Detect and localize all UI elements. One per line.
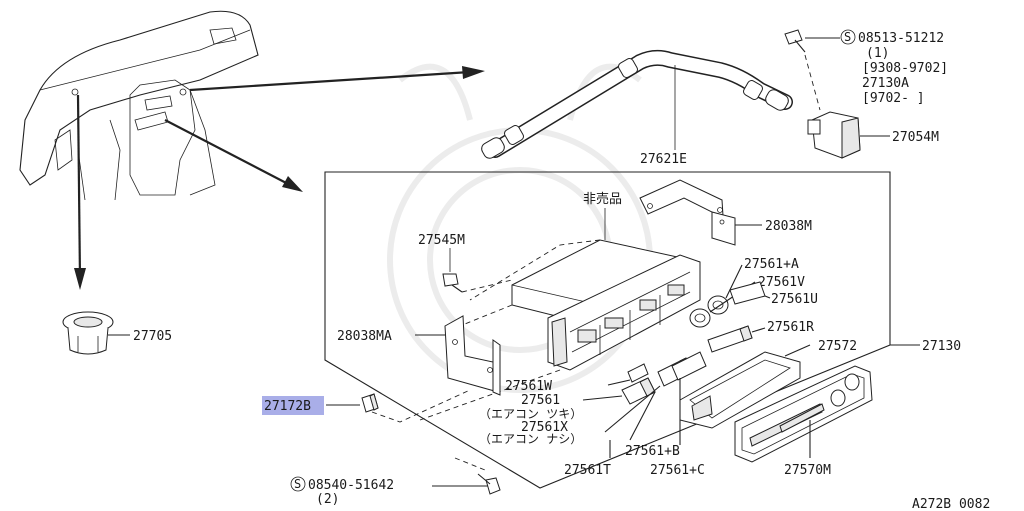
screw-27545m bbox=[442, 248, 513, 293]
sensor-27054m bbox=[807, 111, 890, 159]
hose-27621e bbox=[481, 49, 793, 159]
finisher-27570m bbox=[734, 365, 873, 463]
bracket-28038ma bbox=[415, 315, 501, 396]
diagram-reference: A272B 0082 bbox=[912, 497, 990, 511]
label-27054m: 27054M bbox=[892, 130, 939, 145]
label-screw-top-range: [9308-9702] bbox=[862, 61, 948, 76]
label-27561-b: 27561+B bbox=[625, 444, 680, 459]
screw-bottom bbox=[290, 457, 501, 495]
button-27561 bbox=[582, 377, 656, 405]
label-27561-c: 27561+C bbox=[650, 463, 705, 478]
button-27561-r bbox=[707, 325, 766, 353]
screw-top bbox=[784, 29, 856, 53]
dashboard-sketch bbox=[19, 10, 259, 201]
screw-symbol-top: S bbox=[844, 30, 851, 44]
button-27561-b bbox=[671, 351, 707, 445]
label-28038m: 28038M bbox=[765, 219, 812, 234]
label-27561-v: 27561V bbox=[758, 275, 805, 290]
label-screw-bottom-qty: (2) bbox=[316, 492, 339, 507]
label-screw-top-code: 08513-51212 bbox=[858, 31, 944, 46]
label-27561-r: 27561R bbox=[767, 320, 814, 335]
screw-symbol-bottom: S bbox=[294, 477, 301, 491]
label-screw-top-qty: (1) bbox=[866, 46, 889, 61]
knob-27561-u bbox=[729, 281, 771, 305]
highlight-27172b bbox=[262, 396, 324, 415]
label-27561-w: 27561W bbox=[505, 379, 552, 394]
label-27561-a: 27561+A bbox=[744, 257, 799, 272]
label-not-sold: 非売品 bbox=[583, 191, 622, 207]
label-screw-bottom-code: 08540-51642 bbox=[308, 478, 394, 493]
label-27545m: 27545M bbox=[418, 233, 465, 248]
button-27561-w bbox=[607, 363, 649, 386]
control-unit bbox=[419, 239, 701, 421]
label-27561-t: 27561T bbox=[564, 463, 611, 478]
label-27621e: 27621E bbox=[640, 152, 687, 167]
label-27130a: 27130A bbox=[862, 76, 909, 91]
label-28038ma: 28038MA bbox=[337, 329, 392, 344]
bracket-28038m bbox=[639, 179, 762, 246]
clip-27172b bbox=[361, 393, 379, 413]
label-27561-u: 27561U bbox=[771, 292, 818, 307]
plug-27705 bbox=[62, 311, 130, 355]
label-27570m: 27570M bbox=[784, 463, 831, 478]
label-27561: 27561 bbox=[521, 393, 560, 408]
label-27572: 27572 bbox=[818, 339, 857, 354]
label-27561-x: 27561X bbox=[521, 420, 568, 435]
label-27172b[interactable]: 27172B bbox=[264, 399, 311, 414]
label-27130: 27130 bbox=[922, 339, 961, 354]
label-27130a-range: [9702- ] bbox=[862, 91, 925, 106]
label-ac-without: （エアコン ナシ） bbox=[479, 432, 582, 446]
location-arrows bbox=[74, 66, 485, 290]
label-ac-with: （エアコン ツキ） bbox=[479, 407, 582, 421]
label-27705: 27705 bbox=[133, 329, 172, 344]
